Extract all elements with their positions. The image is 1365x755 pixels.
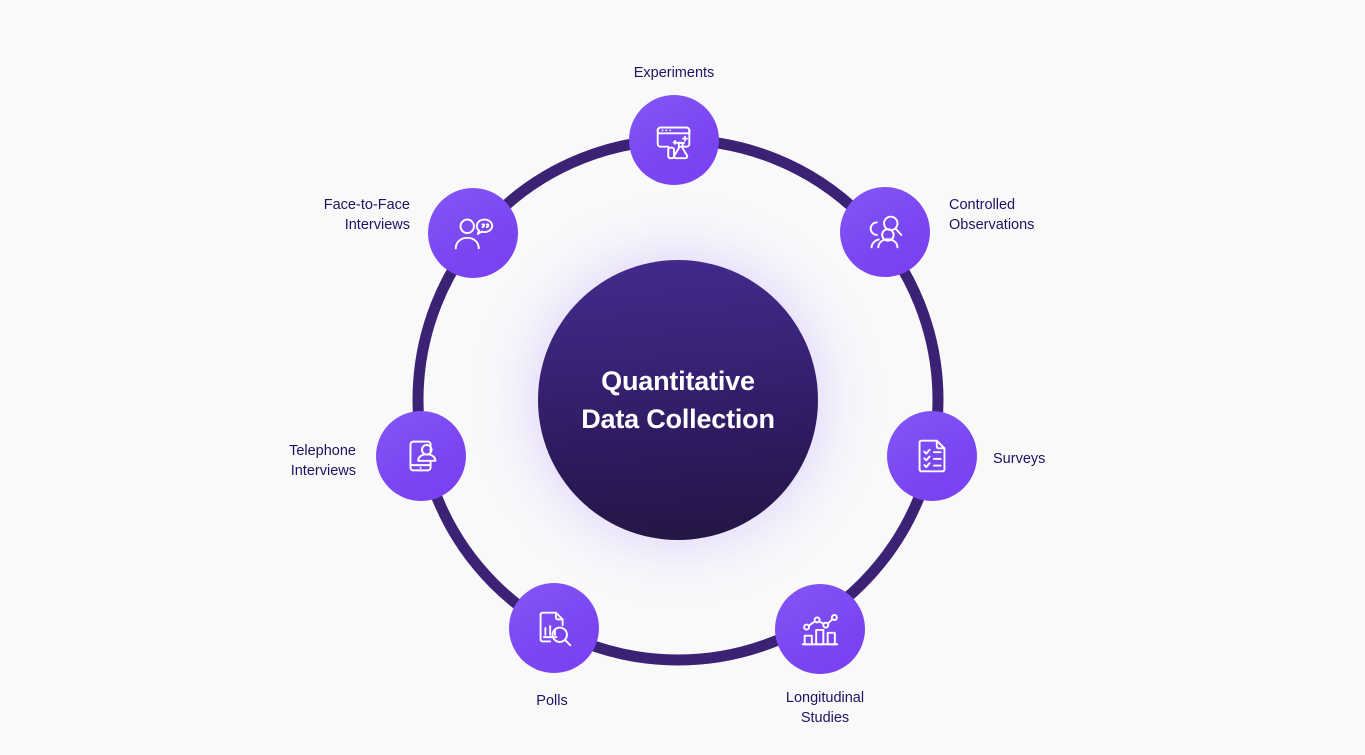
bar-line-chart-icon — [797, 606, 843, 652]
node-label-polls: Polls — [536, 693, 568, 709]
people-magnifier-icon — [862, 209, 908, 255]
checklist-document-icon — [909, 433, 955, 479]
node-longitudinal-studies[interactable] — [775, 584, 865, 674]
node-label-controlled-observations: Controlled Observations — [949, 197, 1035, 233]
node-face-to-face-interviews[interactable] — [428, 188, 518, 278]
node-surveys[interactable] — [887, 411, 977, 501]
hub-title-line1: Quantitative — [601, 366, 755, 396]
person-speech-bubble-icon — [450, 210, 496, 256]
node-label-surveys: Surveys — [993, 451, 1046, 467]
mobile-person-icon — [398, 433, 444, 479]
node-label-longitudinal-studies: Longitudinal Studies — [785, 690, 865, 726]
hub-title-line2: Data Collection — [581, 404, 775, 434]
node-label-experiments: Experiments — [633, 65, 715, 81]
document-chart-magnifier-icon — [531, 605, 577, 651]
node-telephone-interviews[interactable] — [376, 411, 466, 501]
hub-circle: Quantitative Data Collection — [538, 260, 818, 540]
node-experiments[interactable] — [629, 95, 719, 185]
node-label-face-to-face-interviews: Face-to-Face Interviews — [323, 197, 410, 233]
node-label-telephone-interviews: Telephone Interviews — [289, 443, 356, 479]
browser-flask-icon — [651, 117, 697, 163]
node-polls[interactable] — [509, 583, 599, 673]
node-controlled-observations[interactable] — [840, 187, 930, 277]
